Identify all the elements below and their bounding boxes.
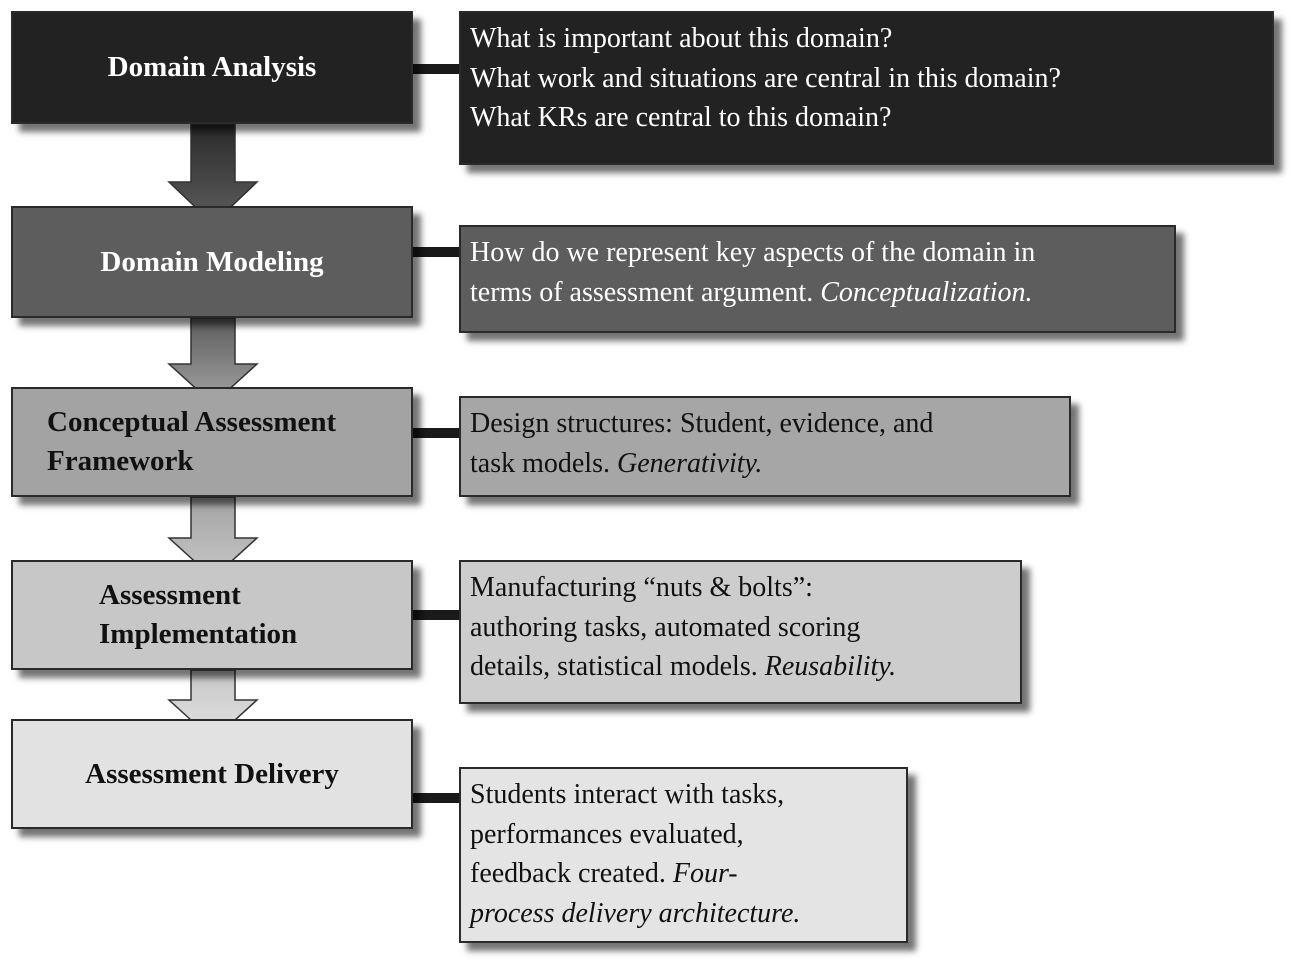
stage-label-line: Domain Analysis xyxy=(107,51,317,83)
description-line: terms of assessment argument. Conceptual… xyxy=(470,276,1033,308)
description-line: What work and situations are central in … xyxy=(470,62,1061,94)
stage-label: Conceptual Assessment Framework xyxy=(47,403,336,481)
stage-label: Domain Modeling xyxy=(100,243,323,282)
description-assessment-implementation: Manufacturing “nuts & bolts”: authoring … xyxy=(459,560,1022,704)
connector-4 xyxy=(412,610,460,620)
stage-label-line: Assessment Delivery xyxy=(85,757,339,790)
stage-label-line: Assessment xyxy=(99,579,241,611)
description-line: Design structures: Student, evidence, an… xyxy=(470,408,934,439)
description-line: details, statistical models. Reusability… xyxy=(470,651,897,682)
stage-assessment-delivery: Assessment Delivery xyxy=(11,719,413,829)
stage-label-line: Framework xyxy=(47,445,194,477)
description-line: process delivery architecture. xyxy=(470,897,801,929)
description-line: How do we represent key aspects of the d… xyxy=(470,237,1036,268)
description-line: authoring tasks, automated scoring xyxy=(470,611,861,643)
stage-label: Domain Analysis xyxy=(108,48,317,87)
description-conceptual-assessment-framework: Design structures: Student, evidence, an… xyxy=(459,396,1071,497)
connector-5 xyxy=(412,793,460,803)
connector-2 xyxy=(412,247,460,257)
description-line: What KRs are central to this domain? xyxy=(470,102,892,133)
description-line: task models. Generativity. xyxy=(470,447,763,479)
description-line: Students interact with tasks, xyxy=(470,779,785,810)
stage-label-line: Conceptual Assessment xyxy=(47,406,337,438)
connector-1 xyxy=(412,64,460,74)
description-line: performances evaluated, xyxy=(470,818,744,850)
stage-label-line: Domain Modeling xyxy=(100,245,324,278)
description-assessment-delivery: Students interact with tasks, performanc… xyxy=(459,767,908,943)
stage-label-line: Implementation xyxy=(99,618,298,650)
description-line: What is important about this domain? xyxy=(470,23,893,54)
down-arrow-1 xyxy=(167,123,259,226)
description-line: Manufacturing “nuts & bolts”: xyxy=(470,572,813,603)
stage-conceptual-assessment-framework: Conceptual Assessment Framework xyxy=(11,387,413,497)
down-arrow-3 xyxy=(167,496,259,580)
stage-domain-modeling: Domain Modeling xyxy=(11,206,413,318)
description-domain-analysis: What is important about this domain? Wha… xyxy=(459,11,1274,165)
connector-3 xyxy=(412,428,460,438)
stage-label: Assessment Delivery xyxy=(85,755,339,794)
down-arrow-2 xyxy=(167,317,259,406)
stage-label: Assessment Implementation xyxy=(99,576,297,654)
stage-domain-analysis: Domain Analysis xyxy=(11,11,413,124)
description-domain-modeling: How do we represent key aspects of the d… xyxy=(459,225,1176,333)
stage-assessment-implementation: Assessment Implementation xyxy=(11,560,413,670)
description-line: feedback created. Four- xyxy=(470,858,738,889)
